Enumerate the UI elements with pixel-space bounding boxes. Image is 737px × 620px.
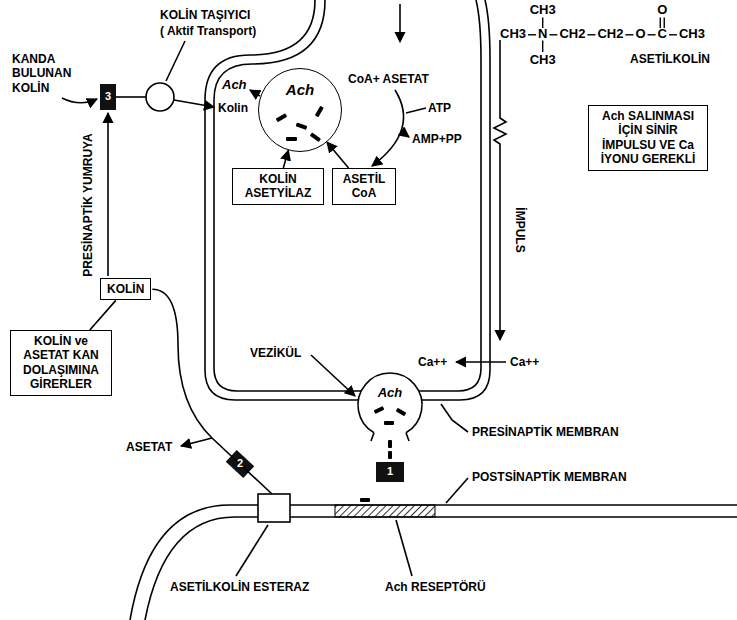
transporter-label: ( Aktif Transport) [160, 24, 256, 38]
leader-line [236, 525, 268, 576]
ach-arrow [250, 90, 260, 96]
chemical-bond [669, 34, 677, 35]
leader-line [166, 41, 185, 81]
node-text: KOLİN ve ASETAT KAN DOLAŞIMINA GİRERLER [17, 334, 105, 392]
connector-arrow [90, 300, 116, 330]
molecule-label: ATP [428, 101, 451, 115]
leader-line [446, 478, 468, 503]
formula-atom: N [538, 26, 547, 42]
formula-row: CH3 N CH2 CH2 OC CH3 [500, 26, 705, 42]
recycle-line [152, 289, 272, 494]
part-label: ASETİLKOLİN ESTERAZ [170, 580, 309, 594]
blood-choline-arrow [62, 98, 97, 103]
postsynaptic-membrane [130, 505, 737, 620]
molecule-label: Ach [222, 77, 247, 93]
formula-group: CH3 [530, 52, 556, 68]
transporter-label: KOLİN TAŞIYICI [160, 8, 250, 22]
chemical-bond [625, 34, 633, 35]
postsynaptic-membrane [145, 517, 737, 620]
synthesis-vesicle: Ach [258, 68, 342, 152]
calcium-arrow [456, 361, 506, 363]
formula-atom: C [658, 26, 667, 42]
ach-receptor [335, 505, 435, 517]
choline-arrow [174, 100, 214, 107]
impulse-arrow [494, 40, 506, 340]
molecule-label: AMP+PP [412, 132, 462, 146]
choline-transporter [146, 83, 174, 111]
vesicle-opening [371, 433, 409, 441]
choline-box: KOLİN [100, 278, 151, 300]
callout-number: 3 [105, 90, 111, 103]
vesicle [358, 373, 422, 433]
node-text: KOLİN ASETYİLAZ [239, 172, 317, 201]
connector-arrow [327, 142, 349, 168]
node-text: KOLİN [107, 282, 144, 296]
leader-line [396, 520, 412, 576]
blood-choline-label: KANDA BULUNAN KOLİN [12, 52, 84, 95]
transport-line [116, 96, 146, 98]
formula-atom: O [657, 2, 667, 18]
connector-arrow [283, 150, 288, 168]
acetate-arrow [181, 438, 212, 446]
acetylcholine-esterase [258, 494, 290, 522]
node-text: Ach [263, 81, 337, 99]
leader-line [311, 355, 355, 396]
note-box: Ach SALINMASI İÇİN SİNİR İMPULSU VE Ca İ… [588, 105, 708, 171]
direction-label: PRESİNAPTİK YUMRUYA [81, 133, 95, 276]
node-text: ASETİL CoA [339, 172, 389, 201]
amp-arrow [401, 131, 409, 137]
enzyme-box: KOLİN ASETYİLAZ [232, 168, 324, 205]
molecule-label: Ach [378, 385, 403, 401]
note-box: KOLİN ve ASETAT KAN DOLAŞIMINA GİRERLER [10, 330, 112, 396]
block-1 [376, 462, 404, 482]
leader-line [441, 404, 468, 432]
callout-number: 1 [387, 465, 393, 478]
chemical-bond [587, 34, 595, 35]
formula-name: ASETİLKOLİN [630, 52, 710, 66]
chemical-bond [528, 34, 536, 35]
chemical-bond [549, 34, 557, 35]
molecule-label: ASETAT [126, 440, 172, 454]
substrate-box: ASETİL CoA [332, 168, 396, 205]
part-label: PRESİNAPTİK MEMBRAN [472, 425, 619, 439]
block-3 [100, 84, 116, 110]
part-label: VEZİKÜL [250, 346, 301, 360]
part-label: POSTSİNAPTİK MEMBRAN [472, 470, 627, 484]
formula-atom: O [635, 26, 645, 42]
presynaptic-membrane [419, 0, 481, 391]
chemical-bond [542, 41, 543, 52]
ach-molecules [276, 106, 407, 502]
formula-group: CH2 [597, 26, 623, 42]
formula-group: CH3 [530, 2, 556, 18]
node-text: Ach SALINMASI İÇİN SİNİR İMPULSU VE Ca İ… [595, 109, 701, 167]
formula-group: CH3 [679, 26, 705, 42]
atp-arrow [406, 108, 426, 113]
formula-group: CH3 [500, 26, 526, 42]
impulse-label: İMPULS [513, 207, 527, 252]
formula-group: CH2 [559, 26, 585, 42]
presynaptic-membrane [421, 0, 490, 400]
ion-label: Ca++ [510, 355, 539, 369]
chemical-bond [648, 34, 656, 35]
callout-number: 2 [237, 457, 243, 470]
ion-label: Ca++ [418, 355, 447, 369]
molecule-label: CoA+ ASETAT [348, 72, 429, 86]
part-label: Ach RESEPTÖRÜ [385, 580, 486, 594]
molecule-label: Kolin [218, 101, 248, 115]
uptake-arrow [107, 113, 109, 276]
axon-arrow [399, 4, 401, 42]
acetate-path [372, 90, 404, 166]
